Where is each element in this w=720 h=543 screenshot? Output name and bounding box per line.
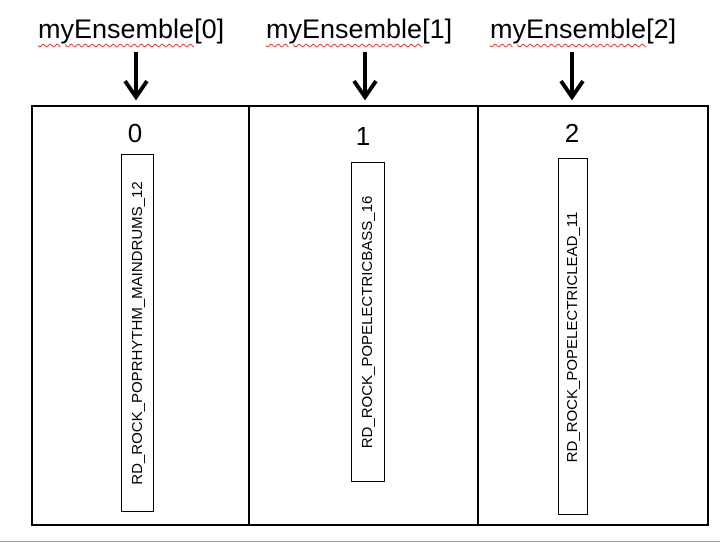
instrument-name-1: RD_ROCK_POPELECTRICBASS_16 xyxy=(359,195,376,449)
instrument-name-2: RD_ROCK_POPELECTRICLEAD_11 xyxy=(564,211,581,462)
slot-label-2: myEnsemble[2] xyxy=(490,12,676,46)
instrument-box-1: RD_ROCK_POPELECTRICBASS_16 xyxy=(351,162,385,482)
bracket-index-1: [1] xyxy=(422,14,453,44)
cell-index-1: 1 xyxy=(355,121,371,151)
instrument-name-0: RD_ROCK_POPRHYTHM_MAINDRUMS_12 xyxy=(128,181,146,485)
instrument-box-2: RD_ROCK_POPELECTRICLEAD_11 xyxy=(558,158,588,515)
bracket-index-2: [2] xyxy=(646,14,677,44)
cell-index-2: 2 xyxy=(564,118,580,148)
bracket-index-0: [0] xyxy=(194,14,225,44)
cell-index-0: 0 xyxy=(127,118,143,148)
cell-divider-1 xyxy=(248,105,250,526)
cell-divider-2 xyxy=(477,105,479,526)
bottom-rule xyxy=(0,541,720,542)
ensemble-name-0: myEnsemble xyxy=(38,14,195,44)
arrow-down-icon xyxy=(352,52,378,101)
instrument-box-0: RD_ROCK_POPRHYTHM_MAINDRUMS_12 xyxy=(121,154,154,512)
ensemble-name-2: myEnsemble xyxy=(490,14,647,44)
arrow-down-icon xyxy=(559,52,585,101)
slot-label-0: myEnsemble[0] xyxy=(38,12,224,46)
arrow-down-icon xyxy=(123,52,149,101)
slot-label-1: myEnsemble[1] xyxy=(266,12,452,46)
ensemble-array-box xyxy=(31,105,709,526)
ensemble-name-1: myEnsemble xyxy=(266,14,423,44)
